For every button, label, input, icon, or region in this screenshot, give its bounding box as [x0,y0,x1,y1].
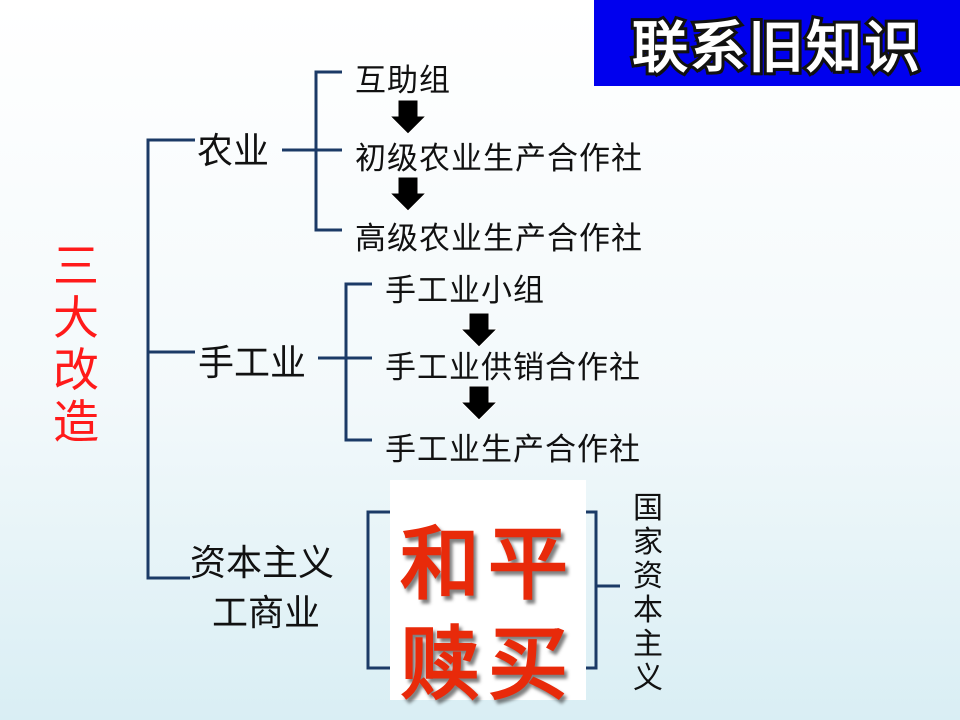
down-arrow-icon [459,386,499,421]
category-handicraft: 手工业 [198,343,307,384]
agri-step-1: 互助组 [355,63,451,99]
main-bracket [146,138,168,580]
down-arrow-icon [388,100,428,135]
method-line1: 和平 [400,517,576,611]
cap-right-bracket [584,510,598,670]
down-arrow-icon [459,313,499,348]
hand-step-3: 手工业生产合作社 [385,432,641,468]
hand-step-2: 手工业供销合作社 [385,350,641,386]
cap-left-bracket [366,510,392,670]
agri-step-2: 初级农业生产合作社 [355,141,643,177]
down-arrow-icon [388,177,428,212]
method-card [390,480,586,700]
category-agriculture: 农业 [197,131,270,172]
hand-step-1: 手工业小组 [385,273,545,309]
title-text: 联系旧知识 [629,13,923,84]
category-capitalist-line1: 资本主义 [190,543,335,584]
method-line2: 赎买 [400,617,576,711]
agri-step-3: 高级农业生产合作社 [355,221,643,257]
title-banner: 联系旧知识 [594,0,960,86]
category-capitalist-line2: 工商业 [212,593,321,634]
result-label: 国家资本主义 [633,491,663,696]
hand-bracket [344,282,372,442]
root-label: 三大改造 [53,239,99,449]
